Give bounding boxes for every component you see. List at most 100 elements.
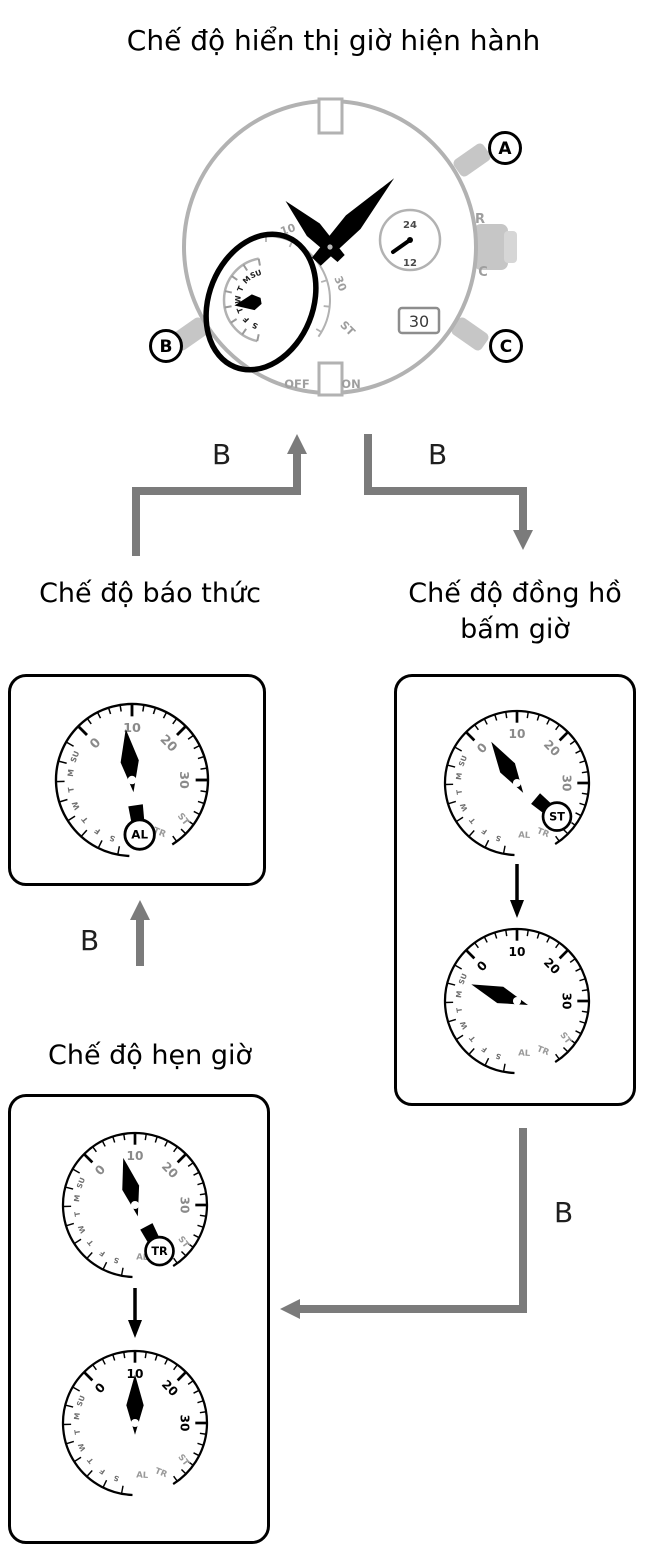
svg-text:20: 20 [541,737,563,759]
svg-text:W: W [458,802,470,813]
svg-text:20: 20 [159,1377,181,1399]
svg-text:SU: SU [457,754,470,768]
svg-text:0: 0 [92,1380,108,1396]
timer-mode-box: 0102030SUMTWTFSSTTRALTR 0102030SUMTWTFSS… [8,1094,270,1544]
mode-dial-hand [234,294,262,311]
svg-text:30: 30 [559,993,573,1010]
six-oclock-marker [317,361,344,397]
svg-text:AL: AL [136,1470,149,1481]
svg-text:M: M [241,274,253,286]
crown-shape [474,224,508,270]
watch-hands [285,178,395,266]
button-b-label: B [160,337,173,357]
svg-text:AL: AL [131,828,148,842]
mode-subdial-svg: 0102030SUMTWTFSSTTRALTR [61,1131,209,1279]
svg-text:T: T [235,305,246,314]
svg-text:S: S [251,320,260,330]
stopwatch-title-line1: Chế độ đồng hồ [408,578,622,609]
svg-text:10: 10 [123,721,141,736]
subdial-24h-label-24: 24 [403,220,417,231]
arrowhead-down [513,530,533,550]
svg-text:ST: ST [175,1235,190,1251]
button-b-circle [149,329,183,363]
svg-text:AL: AL [136,1252,149,1263]
svg-text:F: F [241,314,251,324]
dial-label-off: OFF [284,377,310,391]
svg-text:10: 10 [127,1149,144,1163]
svg-text:T: T [235,284,246,293]
dial-label-30: 30 [331,274,349,293]
svg-text:SU: SU [457,972,470,986]
svg-text:T: T [72,1211,82,1217]
top-right-button-shape [453,143,491,177]
svg-text:20: 20 [541,955,563,977]
stopwatch-mode-title: Chế độ đồng hồ bấm giờ [384,576,646,648]
svg-text:AL: AL [518,830,531,841]
svg-text:AL: AL [518,1048,531,1059]
svg-text:T: T [72,1429,82,1435]
svg-text:S: S [112,1473,120,1483]
svg-text:20: 20 [159,1159,181,1181]
timer-dial-arrowhead [128,1320,142,1338]
svg-text:M: M [454,990,464,998]
svg-text:F: F [479,826,488,836]
svg-text:30: 30 [176,771,191,789]
svg-text:ST: ST [175,1453,190,1469]
svg-text:TR: TR [535,1044,551,1058]
svg-text:ST: ST [175,812,191,829]
svg-text:T: T [467,1034,477,1044]
svg-text:10: 10 [127,1367,144,1381]
page-title: Chế độ hiển thị giờ hiện hành [126,24,541,57]
case-letter-c: C [478,265,488,280]
svg-text:T: T [454,789,464,795]
svg-text:30: 30 [177,1197,191,1214]
svg-text:SU: SU [69,750,82,764]
button-a-label: A [498,139,512,159]
svg-text:M: M [72,1412,82,1420]
button-markers: A B C [149,131,523,363]
svg-text:TR: TR [535,826,551,840]
highlight-oval [203,231,319,373]
alarm-mode-box: 0102030SUMTWTFSSTTRALAL [8,674,266,886]
button-c-label: C [500,337,512,357]
svg-text:0: 0 [474,740,490,756]
arrowhead-up-2 [130,900,150,920]
svg-text:TR: TR [151,1245,168,1258]
svg-text:TR: TR [153,1466,169,1480]
svg-text:10: 10 [509,945,526,959]
svg-text:ST: ST [549,810,565,823]
mode-subdial-svg: 0102030SUMTWTFSSTTRALAL [54,702,210,858]
svg-text:M: M [72,1194,82,1202]
svg-text:T: T [79,814,90,824]
subdial-24h-pivot [407,237,413,243]
svg-text:T: T [467,816,477,826]
alarm-mode-title: Chế độ báo thức [39,578,261,609]
b-label-alarm: B [80,924,100,957]
date-value: 30 [409,312,429,331]
svg-text:M: M [454,772,464,780]
svg-text:20: 20 [157,732,180,755]
svg-text:W: W [70,799,82,811]
svg-text:W: W [234,295,243,304]
alarm-mode-dial: 0102030SUMTWTFSSTTRALAL [37,685,227,875]
svg-text:0: 0 [92,1162,108,1178]
timer-mode-title: Chế độ hẹn giờ [48,1040,252,1071]
svg-text:F: F [93,826,102,836]
stopwatch-title-line2: bấm giờ [460,614,570,645]
svg-text:SU: SU [249,268,263,281]
svg-text:S: S [494,1051,502,1061]
button-a-circle [488,131,522,165]
b-label-right: B [428,438,448,471]
svg-text:10: 10 [509,727,526,741]
b-label-stopwatch: B [554,1196,574,1229]
center-dot [327,244,333,250]
svg-text:30: 30 [177,1415,191,1432]
svg-text:T: T [85,1238,95,1248]
arrow-alarm-to-timekeeping [132,452,301,556]
svg-text:T: T [454,1007,464,1013]
subdial-24h-hand [391,238,412,254]
